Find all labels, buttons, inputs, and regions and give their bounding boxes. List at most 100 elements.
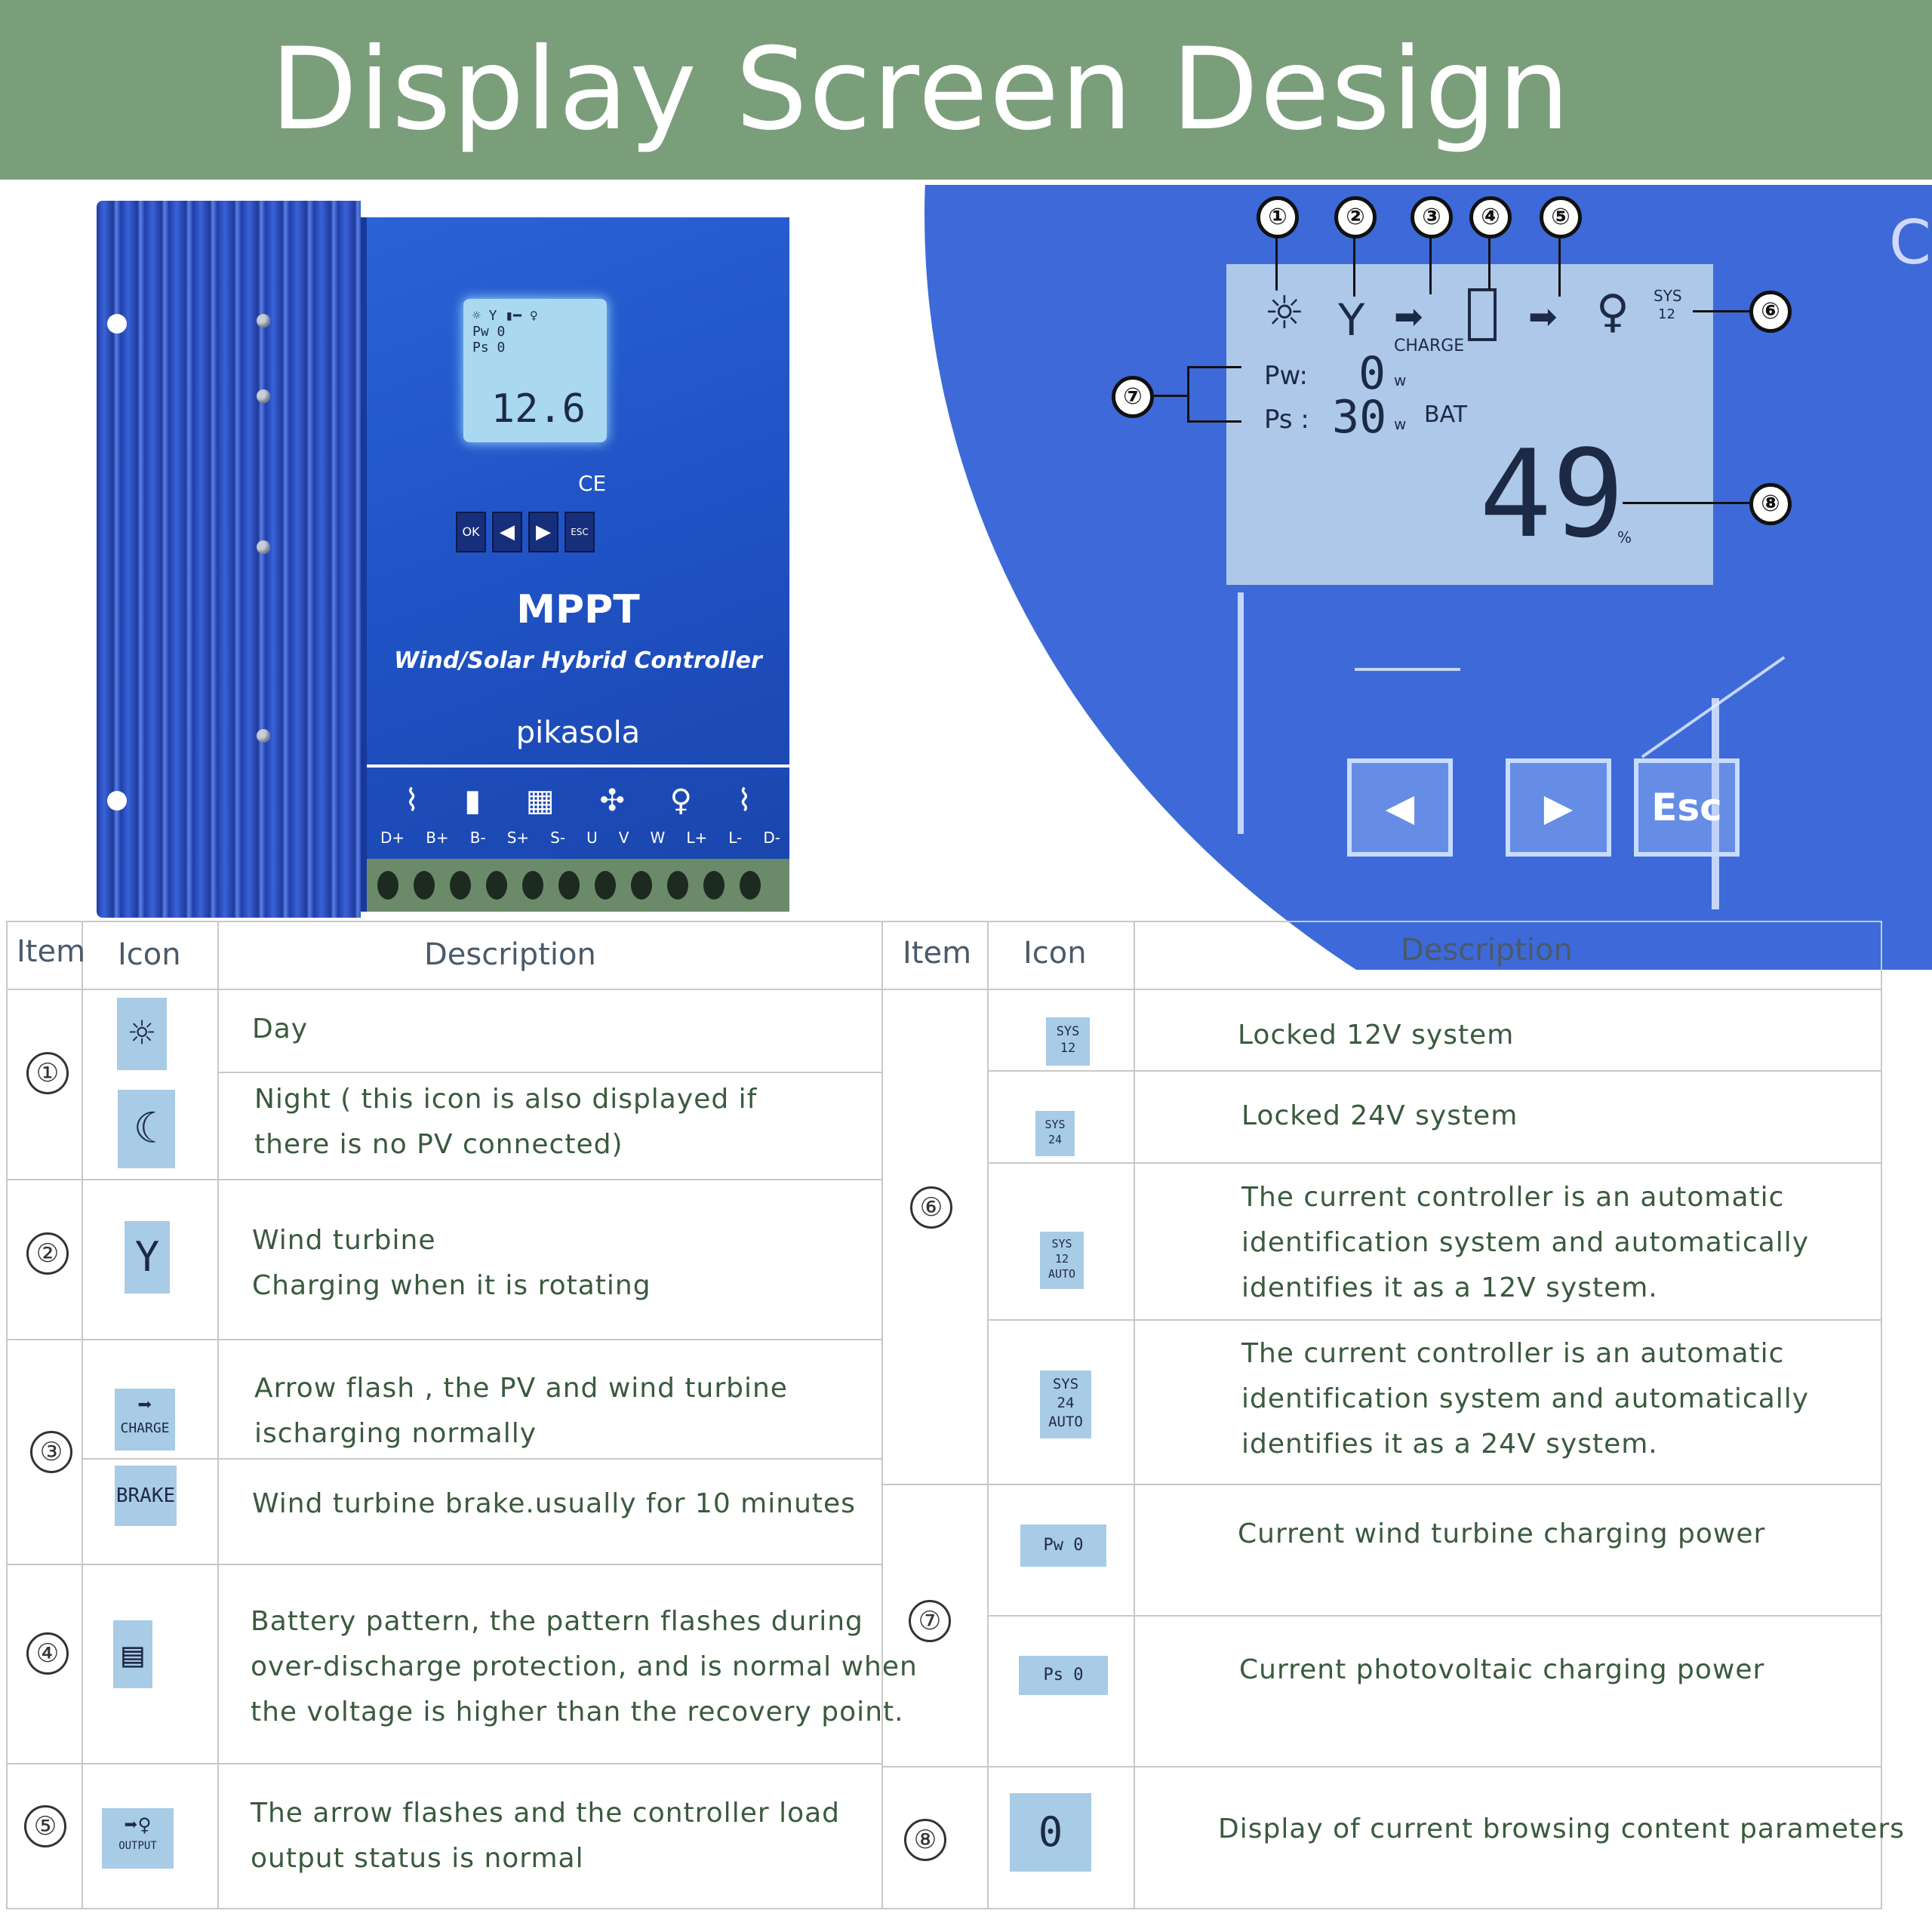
grid-line xyxy=(6,989,1882,990)
leader-line xyxy=(1187,366,1189,422)
grid-line xyxy=(987,1070,1882,1072)
page-header: Display Screen Design xyxy=(0,0,1932,180)
item-number: ⑤ xyxy=(24,1805,66,1847)
item-number: ⑧ xyxy=(904,1819,946,1861)
ps-label: Ps : xyxy=(1264,405,1309,435)
main-display-icon: 0 xyxy=(1010,1793,1091,1872)
terminal-label: S+ xyxy=(506,829,530,847)
grid-line xyxy=(82,921,83,1909)
leader-line xyxy=(1275,238,1278,291)
terminal-label: S- xyxy=(550,829,566,847)
sys-12-icon: SYS 12 xyxy=(1046,1017,1090,1066)
item-number: ⑥ xyxy=(910,1186,952,1229)
sun-icon: ☼ xyxy=(117,998,167,1070)
deco-esc-button: Esc xyxy=(1634,758,1740,857)
leader-line xyxy=(1187,420,1241,423)
battery-icon xyxy=(1468,288,1497,341)
page-title: Display Screen Design xyxy=(270,24,1571,155)
pw-value: 0 xyxy=(1358,347,1386,400)
header-icon: Icon xyxy=(118,937,181,972)
callout-2: ② xyxy=(1334,196,1377,238)
terminal-screw xyxy=(740,871,761,900)
terminal-label: B+ xyxy=(426,829,449,847)
ps-value: 30 xyxy=(1332,391,1387,444)
terminal-screw xyxy=(631,871,652,900)
terminal-screw xyxy=(486,871,507,900)
item-number: ④ xyxy=(26,1632,69,1675)
header-description: Description xyxy=(424,937,596,972)
bolt xyxy=(257,540,270,554)
pw-display-icon: Pw 0 xyxy=(1020,1524,1106,1567)
wind-turbine-icon: Y xyxy=(1338,294,1365,346)
wind-turbine-icon: ✣ xyxy=(599,783,625,818)
bolt xyxy=(257,389,270,403)
main-unit: % xyxy=(1617,528,1632,546)
grid-line xyxy=(6,1564,881,1565)
building-outline xyxy=(1355,668,1460,671)
terminal-screw xyxy=(450,871,471,900)
main-value: 49 xyxy=(1479,423,1625,565)
grid-line xyxy=(6,1339,881,1340)
grid-line xyxy=(881,921,883,1909)
description-night: Night ( this icon is also displayed if t… xyxy=(254,1084,758,1160)
terminal-label: D- xyxy=(763,829,780,847)
grid-line xyxy=(217,921,219,1909)
bolt xyxy=(257,314,270,328)
sun-icon: ☼ xyxy=(1264,287,1305,340)
turbine-tower xyxy=(1238,592,1244,834)
grid-line xyxy=(1134,921,1135,1909)
ok-button[interactable]: OK xyxy=(456,512,486,552)
left-button[interactable]: ◀ xyxy=(492,512,522,552)
terminal-screw xyxy=(595,871,616,900)
mount-hole xyxy=(107,314,127,334)
terminal-label: U xyxy=(586,829,598,847)
description-charge: Arrow flash , the PV and wind turbine is… xyxy=(254,1373,788,1449)
item-number: ② xyxy=(26,1232,69,1275)
item-number: ⑦ xyxy=(909,1600,951,1642)
bulb-icon: ♀ xyxy=(1596,285,1629,338)
lcd-value: 12.6 xyxy=(491,386,586,432)
grid-line xyxy=(6,1179,881,1180)
description-auto-12v: The current controller is an automatic i… xyxy=(1241,1182,1810,1303)
heatsink-fins xyxy=(97,201,361,918)
ps-unit: w xyxy=(1394,415,1407,433)
terminal-screw xyxy=(558,871,580,900)
esc-button[interactable]: ESC xyxy=(565,512,595,552)
sys-value: 12 xyxy=(1658,306,1675,322)
grid-line xyxy=(6,1908,1882,1909)
ps-display-icon: Ps 0 xyxy=(1019,1656,1108,1695)
description-auto-24v: The current controller is an automatic i… xyxy=(1241,1338,1810,1460)
grid-line xyxy=(987,1615,1882,1617)
leader-line xyxy=(1693,310,1749,312)
sys-label: SYS xyxy=(1654,287,1682,305)
description-brake: Wind turbine brake.usually for 10 minute… xyxy=(252,1488,856,1519)
pw-unit: w xyxy=(1394,371,1407,389)
subtitle-label: Wind/Solar Hybrid Controller xyxy=(394,648,762,674)
terminal-screw xyxy=(667,871,688,900)
divider xyxy=(367,764,789,768)
callout-5: ⑤ xyxy=(1540,196,1582,238)
pw-label: Pw: xyxy=(1264,361,1308,391)
leader-line xyxy=(1558,238,1561,297)
grid-line xyxy=(881,1766,1882,1767)
description-main-display: Display of current browsing content para… xyxy=(1218,1814,1905,1844)
description-pv-power: Current photovoltaic charging power xyxy=(1239,1654,1765,1685)
terminal-icons: ⌇ ▮ ▦ ✣ ♀ ⌇ xyxy=(382,783,774,818)
description-wind-power: Current wind turbine charging power xyxy=(1238,1518,1766,1549)
description-day: Day xyxy=(252,1014,309,1044)
right-button[interactable]: ▶ xyxy=(528,512,558,552)
wind-turbine-icon: Y xyxy=(125,1221,170,1294)
leader-line xyxy=(1154,395,1187,397)
turbine-tower xyxy=(1712,698,1719,909)
charge-icon: ➡CHARGE xyxy=(115,1389,175,1451)
lcd-detail-diagram: CE ◀ ▶ Esc ☼ Y ➡ CHARGE ➡ ♀ SYS 12 Pw: 0… xyxy=(924,185,1932,970)
sys-12-auto-icon: SYS 12 AUTO xyxy=(1040,1232,1084,1289)
grid-line xyxy=(987,1162,1882,1164)
terminal-label: W xyxy=(650,829,666,847)
terminal-label: L- xyxy=(728,829,743,847)
grid-line xyxy=(6,921,8,1909)
model-label: MPPT xyxy=(516,587,640,632)
leader-line xyxy=(1187,366,1241,368)
